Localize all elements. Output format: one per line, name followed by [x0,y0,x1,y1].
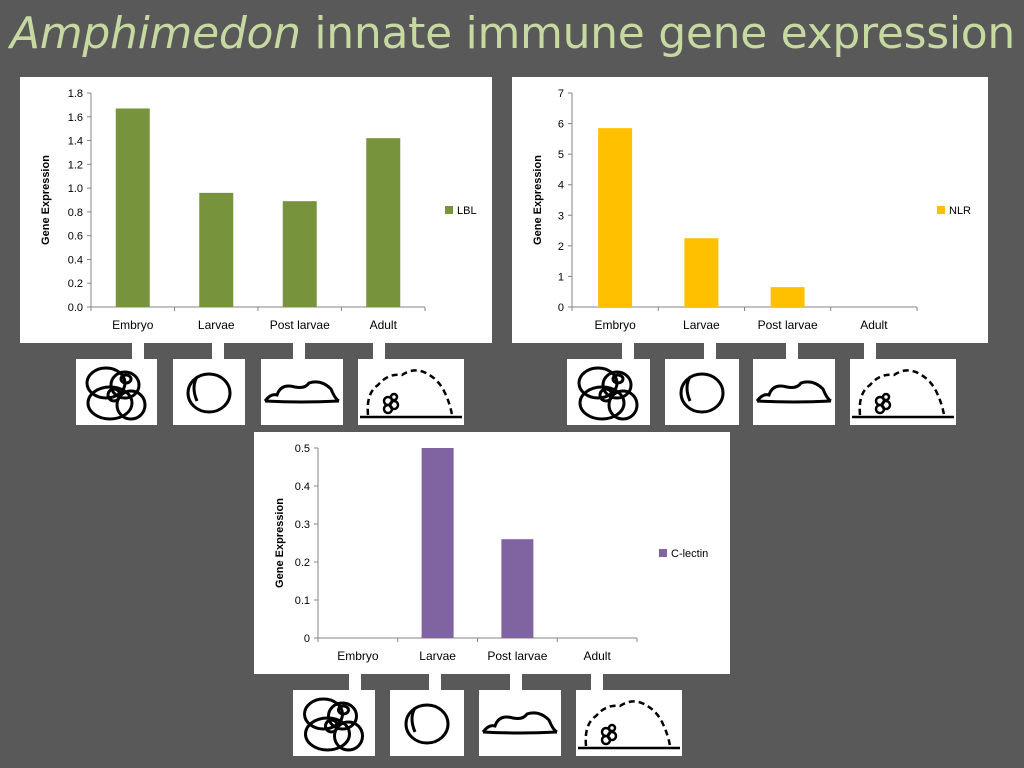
title-genus: Amphimedon [10,8,301,59]
bar [421,448,454,638]
embryo-drawing [85,366,147,421]
y-tick-label: 0.2 [68,278,83,290]
stem [132,343,144,359]
y-tick-label: 6 [558,119,564,131]
y-tick-label: 1.8 [68,88,83,100]
adult-sponge-drawing [852,369,954,419]
legend-label: C-lectin [671,548,708,560]
x-category-label: Embryo [337,649,379,663]
stem [373,343,385,359]
bar [282,201,317,307]
stem [429,674,441,690]
y-tick-label: 1.0 [68,183,83,195]
y-tick-label: 0 [558,302,564,314]
bar [684,238,719,307]
stem [704,343,716,359]
y-tick-label: 1.4 [68,136,83,148]
adult-sponge-drawing [360,369,462,419]
x-category-label: Post larvae [758,318,818,332]
post-larva-drawing [755,380,832,404]
y-tick-label: 0 [304,633,310,645]
bar [366,138,401,307]
stem [864,343,876,359]
post-larva-icon [479,690,561,756]
y-tick-label: 2 [558,241,564,253]
y-tick-label: 3 [558,210,564,222]
bar [770,287,805,307]
bar [598,128,633,307]
x-category-label: Adult [583,649,611,663]
y-tick-label: 0.4 [68,254,83,266]
legend-label: NLR [949,205,971,217]
y-tick-label: 0.8 [68,207,83,219]
y-tick-label: 0.1 [295,595,310,607]
stem [622,343,634,359]
adult-sponge-drawing [578,700,680,750]
y-tick-label: 4 [558,180,564,192]
embryo-drawing [303,697,364,752]
y-axis-label: Gene Expression [532,155,544,245]
x-category-label: Post larvae [270,318,330,332]
legend-swatch [659,549,667,557]
post-larva-icon [261,359,343,425]
larva-drawing [404,703,450,745]
y-tick-label: 0.5 [295,443,310,455]
y-axis-label: Gene Expression [274,498,286,588]
x-category-label: Adult [370,318,398,332]
larva-icon [390,690,464,756]
larva-drawing [679,372,725,414]
embryo-icon [293,690,375,756]
stem [510,674,522,690]
y-tick-label: 7 [558,88,564,100]
x-category-label: Post larvae [487,649,547,663]
adult-sponge-icon [358,359,464,425]
adult-sponge-icon [576,690,682,756]
x-category-label: Embryo [594,318,636,332]
title-rest: innate immune gene expression [300,8,1015,59]
y-axis-label: Gene Expression [40,155,52,245]
x-category-label: Larvae [198,318,235,332]
x-category-label: Larvae [683,318,720,332]
y-tick-label: 1.6 [68,112,83,124]
larva-icon [665,359,739,425]
post-larva-drawing [263,380,340,404]
stem [591,674,603,690]
larva-drawing [186,372,232,414]
legend-swatch [445,206,453,214]
stem [349,674,361,690]
y-tick-label: 0.2 [295,557,310,569]
post-larva-icon [753,359,835,425]
bar [501,539,534,638]
embryo-icon [76,359,157,425]
adult-sponge-icon [850,359,956,425]
y-tick-label: 1 [558,271,564,283]
stem [212,343,224,359]
stem [786,343,798,359]
bar [199,192,234,307]
y-tick-label: 0.0 [68,302,83,314]
stem [293,343,305,359]
y-tick-label: 0.3 [295,519,310,531]
x-category-label: Larvae [419,649,456,663]
slide-title: Amphimedon innate immune gene expression [10,8,1015,59]
embryo-drawing [577,366,639,421]
y-tick-label: 0.6 [68,231,83,243]
x-category-label: Adult [860,318,888,332]
y-tick-label: 5 [558,149,564,161]
legend-swatch [937,206,945,214]
y-tick-label: 0.4 [295,481,310,493]
bar [115,108,150,307]
y-tick-label: 1.2 [68,159,83,171]
post-larva-drawing [481,711,558,735]
x-category-label: Embryo [112,318,154,332]
embryo-icon [567,359,650,425]
legend-label: LBL [457,205,477,217]
larva-icon [173,359,245,425]
